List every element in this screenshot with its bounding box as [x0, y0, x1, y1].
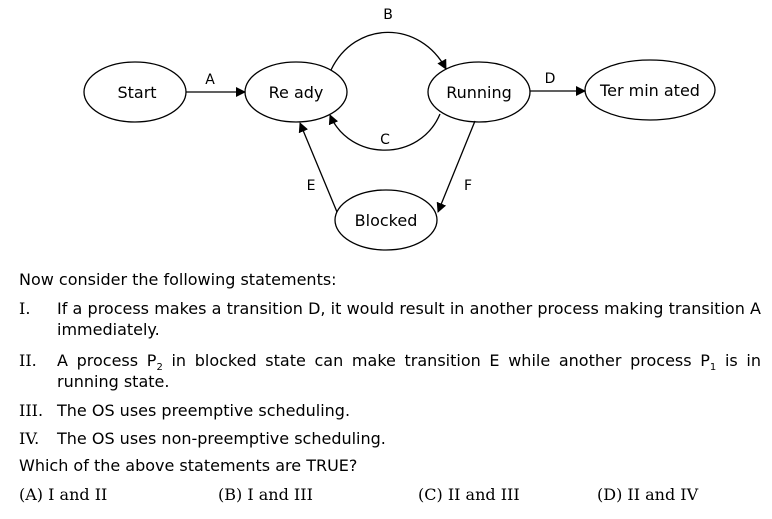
edge-d-label: D [545, 71, 556, 87]
edge-e: E [298, 122, 338, 213]
edge-c: C [328, 113, 441, 151]
statement-2-text: A process P2 in blocked state can make t… [57, 350, 761, 392]
statement-4-numeral: IV. [19, 429, 40, 448]
edge-c-label: C [380, 132, 390, 148]
option-a-letter: (A) [19, 485, 44, 504]
node-start: Start [83, 61, 187, 123]
process-state-diagram: Start Re ady Running Ter min ated Blocke… [83, 7, 716, 251]
option-c-text: II and III [447, 485, 520, 504]
question-prompt: Which of the above statements are TRUE? [19, 456, 358, 475]
node-terminated-label: Ter min ated [599, 81, 700, 100]
edge-f-label: F [464, 178, 472, 194]
option-b: (B) I and III [218, 485, 313, 504]
option-c: (C) II and III [418, 485, 520, 504]
node-start-label: Start [117, 83, 156, 102]
statement-2-text-c: is in running state. [57, 351, 761, 391]
edge-a-label: A [205, 72, 215, 88]
statement-1-numeral: I. [19, 299, 31, 318]
edge-e-label: E [307, 178, 316, 194]
statement-3-numeral: III. [19, 401, 44, 420]
node-ready: Re ady [244, 61, 348, 123]
option-d-letter: (D) [597, 485, 623, 504]
option-b-text: I and III [247, 485, 313, 504]
edge-a: A [186, 72, 246, 97]
node-ready-label: Re ady [269, 83, 324, 102]
statement-3: III. The OS uses preemptive scheduling. [19, 400, 761, 421]
node-blocked-label: Blocked [355, 211, 418, 230]
option-d-text: II and IV [627, 485, 699, 504]
question-intro: Now consider the following statements: [19, 270, 337, 289]
option-b-letter: (B) [218, 485, 243, 504]
statement-2-sub-b: 1 [709, 362, 717, 374]
statement-1: I. If a process makes a transition D, it… [19, 298, 761, 340]
edge-d: D [530, 71, 586, 96]
statement-2-numeral: II. [19, 351, 37, 370]
statement-1-text: If a process makes a transition D, it wo… [57, 299, 761, 339]
edge-b-label: B [383, 7, 393, 23]
node-running: Running [427, 61, 531, 123]
option-c-letter: (C) [418, 485, 443, 504]
statement-2: II. A process P2 in blocked state can ma… [19, 350, 761, 392]
statement-4: IV. The OS uses non-preemptive schedulin… [19, 428, 761, 449]
statement-2-text-a: A process P [57, 351, 157, 370]
node-running-label: Running [446, 83, 512, 102]
edge-b: B [330, 7, 447, 71]
edge-f: F [436, 120, 476, 213]
option-d: (D) II and IV [597, 485, 698, 504]
statement-2-sub-a: 2 [156, 362, 163, 374]
option-a-text: I and II [48, 485, 108, 504]
option-a: (A) I and II [19, 485, 107, 504]
node-terminated: Ter min ated [584, 59, 716, 121]
node-blocked: Blocked [334, 189, 438, 251]
statement-2-text-b: in blocked state can make transition E w… [162, 351, 710, 370]
statement-3-text: The OS uses preemptive scheduling. [57, 401, 351, 420]
statement-4-text: The OS uses non-preemptive scheduling. [57, 429, 386, 448]
